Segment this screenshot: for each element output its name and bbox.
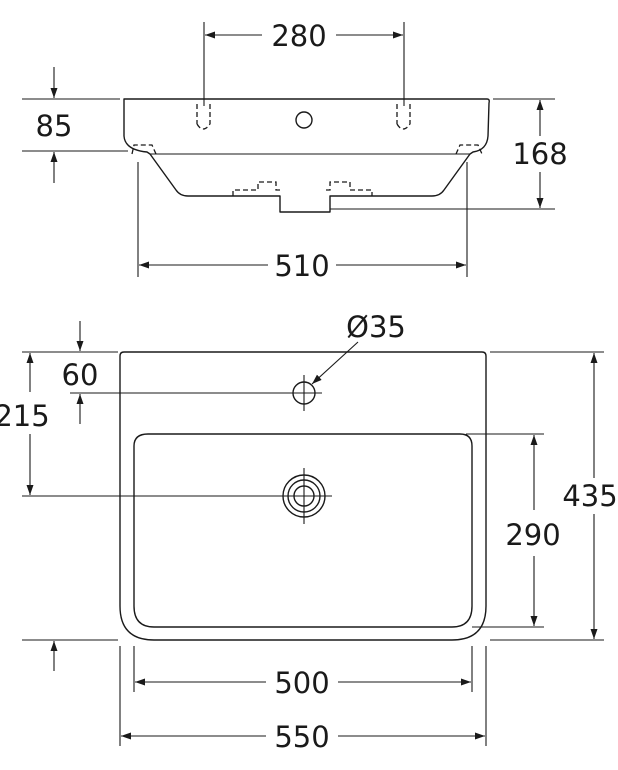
plan-view-bowl-outline [133, 433, 473, 628]
dim-290-label: 290 [505, 518, 560, 552]
dim-diameter-label: Ø35 [346, 310, 406, 344]
front-view-right-tap-hole-hidden [396, 104, 411, 130]
dim-500-label: 500 [274, 666, 329, 700]
dim-510-label: 510 [274, 249, 329, 283]
plan-view: Ø35 60 215 290 435 500 [0, 310, 618, 754]
front-view-left-tap-hole-hidden [196, 104, 211, 130]
front-view-overflow-hidden [232, 181, 373, 196]
front-view: 280 85 168 510 [22, 19, 568, 283]
dim-435-label: 435 [562, 479, 617, 513]
front-view-tap-hole [295, 111, 313, 129]
dim-diameter-leader [311, 341, 359, 385]
plan-view-outer-outline [119, 351, 487, 641]
front-view-basin-outline [123, 98, 490, 213]
dim-215-label: 215 [0, 399, 50, 433]
dim-60-label: 60 [62, 358, 99, 392]
front-view-right-bracket-hidden [455, 144, 483, 155]
dim-280-label: 280 [271, 19, 326, 53]
dim-550-label: 550 [274, 720, 329, 754]
dim-168-label: 168 [512, 137, 567, 171]
front-view-left-bracket-hidden [131, 144, 157, 155]
dim-85-label: 85 [36, 109, 73, 143]
